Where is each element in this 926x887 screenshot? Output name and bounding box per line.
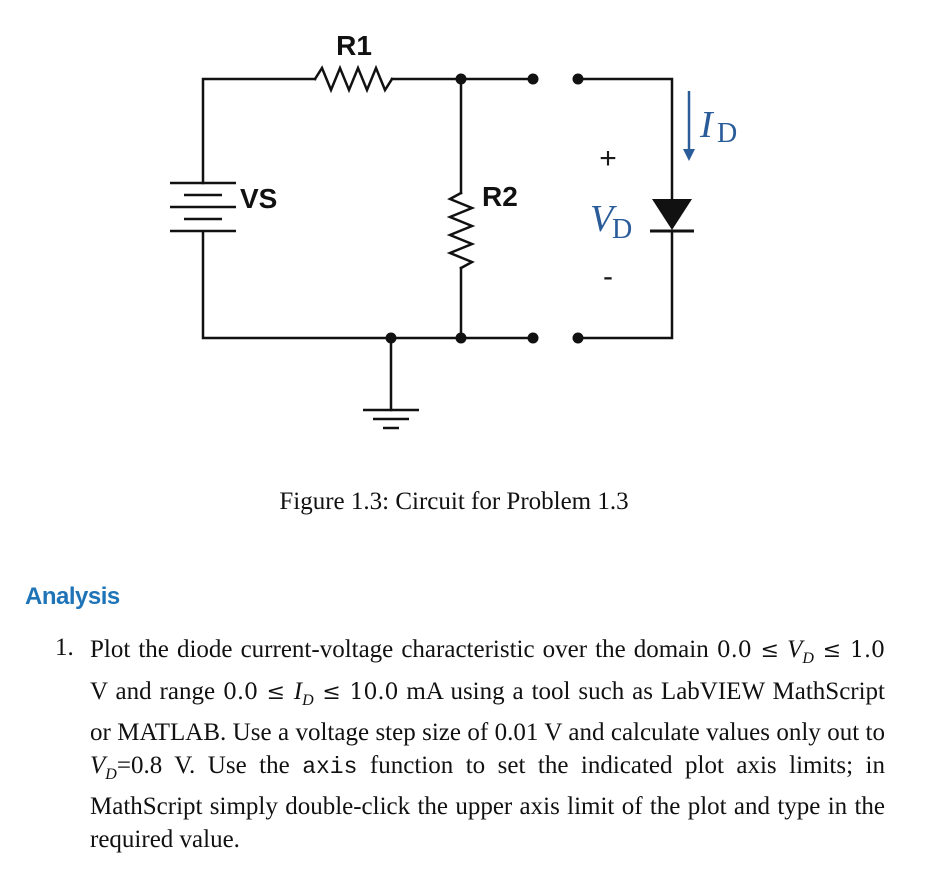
list-item-number: 1. — [55, 634, 74, 661]
text-run: V and range — [90, 677, 224, 705]
resistor-r1 — [313, 64, 394, 94]
node-dot — [455, 73, 467, 85]
diode-icon — [652, 199, 692, 230]
section-heading: Analysis — [25, 583, 120, 610]
problem-text: Plot the diode current-voltage character… — [90, 634, 885, 856]
circuit-diagram: R1 R2 VS I D V D + - — [170, 30, 737, 430]
label-r1: R1 — [336, 30, 372, 61]
arrow-down-icon — [683, 149, 695, 161]
wire-right-lower — [576, 229, 674, 340]
text-run: =0.8 V. Use the — [116, 751, 303, 779]
wire-top-right — [576, 77, 674, 201]
math-inline: ≤ 10.0 — [313, 679, 399, 705]
math-var: VD — [90, 751, 117, 783]
node-dot — [455, 332, 467, 344]
label-id: I — [699, 104, 715, 146]
label-r2: R2 — [482, 181, 518, 212]
wire-bottom — [201, 230, 535, 340]
math-var: ID — [293, 677, 314, 709]
math-var: VD — [787, 636, 814, 667]
math-inline: ≤ 1.0 — [813, 638, 885, 663]
terminal-dot — [572, 332, 584, 344]
terminal-dot — [572, 73, 584, 85]
node-dot — [385, 332, 397, 344]
label-vd-sub: D — [612, 214, 632, 245]
figure-caption: Figure 1.3: Circuit for Problem 1.3 — [279, 488, 629, 515]
math-inline: 0.0 ≤ — [716, 638, 780, 663]
label-plus: + — [599, 142, 617, 175]
label-vd: V — [590, 198, 617, 240]
text-run: function to set the indicated plot axis … — [90, 751, 885, 853]
text-run: mA using a tool such as LabVIEW MathScri… — [90, 677, 886, 747]
wire-top-left — [201, 77, 317, 185]
label-vs: VS — [240, 183, 277, 214]
terminal-dot — [527, 73, 539, 85]
terminal-dot — [527, 332, 539, 344]
code-inline: axis — [302, 753, 358, 780]
text-run: Plot the diode current-voltage character… — [90, 636, 717, 663]
label-minus: - — [603, 260, 613, 293]
resistor-r2 — [446, 191, 476, 270]
math-inline: 0.0 ≤ — [223, 679, 294, 705]
label-id-sub: D — [717, 118, 737, 149]
